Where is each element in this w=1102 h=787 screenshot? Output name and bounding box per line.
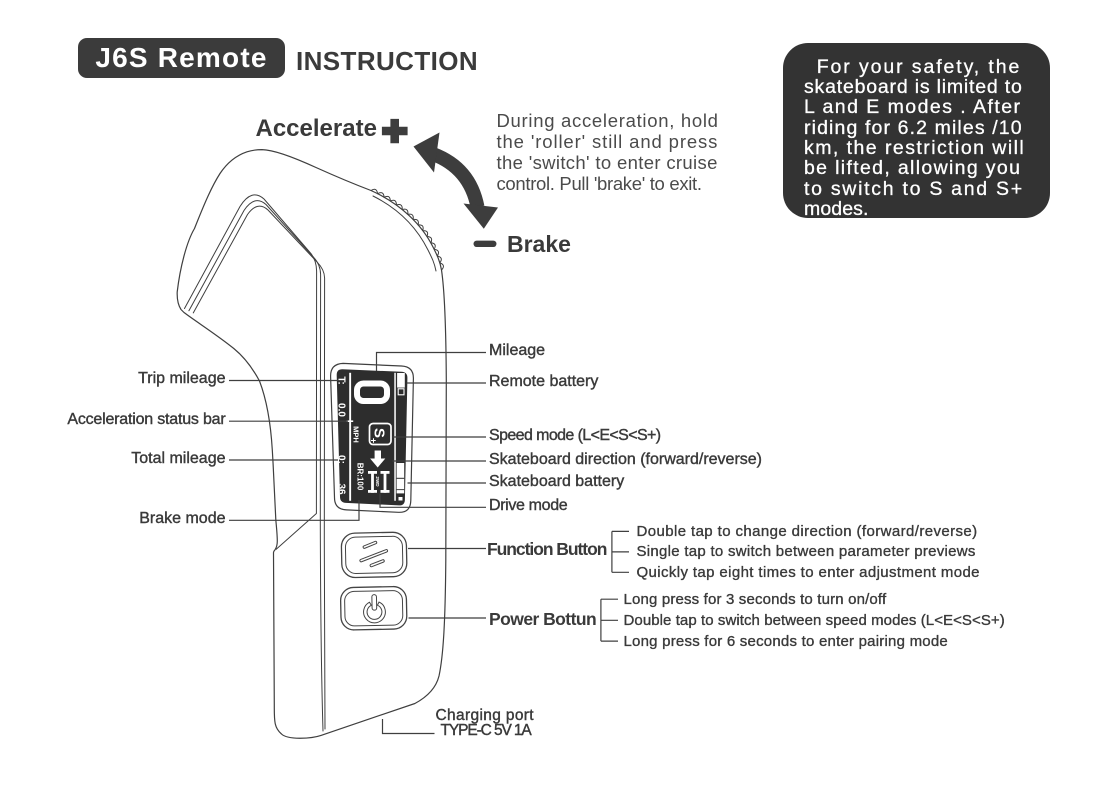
svg-text:0:: 0: <box>336 455 347 464</box>
svg-text:36: 36 <box>336 483 347 495</box>
svg-text:2WD: 2WD <box>375 476 380 487</box>
svg-text:BR:100: BR:100 <box>356 463 365 491</box>
svg-text:T:: T: <box>336 376 347 384</box>
svg-text:0.0: 0.0 <box>336 403 347 417</box>
svg-text:MPH: MPH <box>352 426 361 443</box>
svg-text:S: S <box>371 428 388 438</box>
svg-text:+: + <box>369 438 379 443</box>
